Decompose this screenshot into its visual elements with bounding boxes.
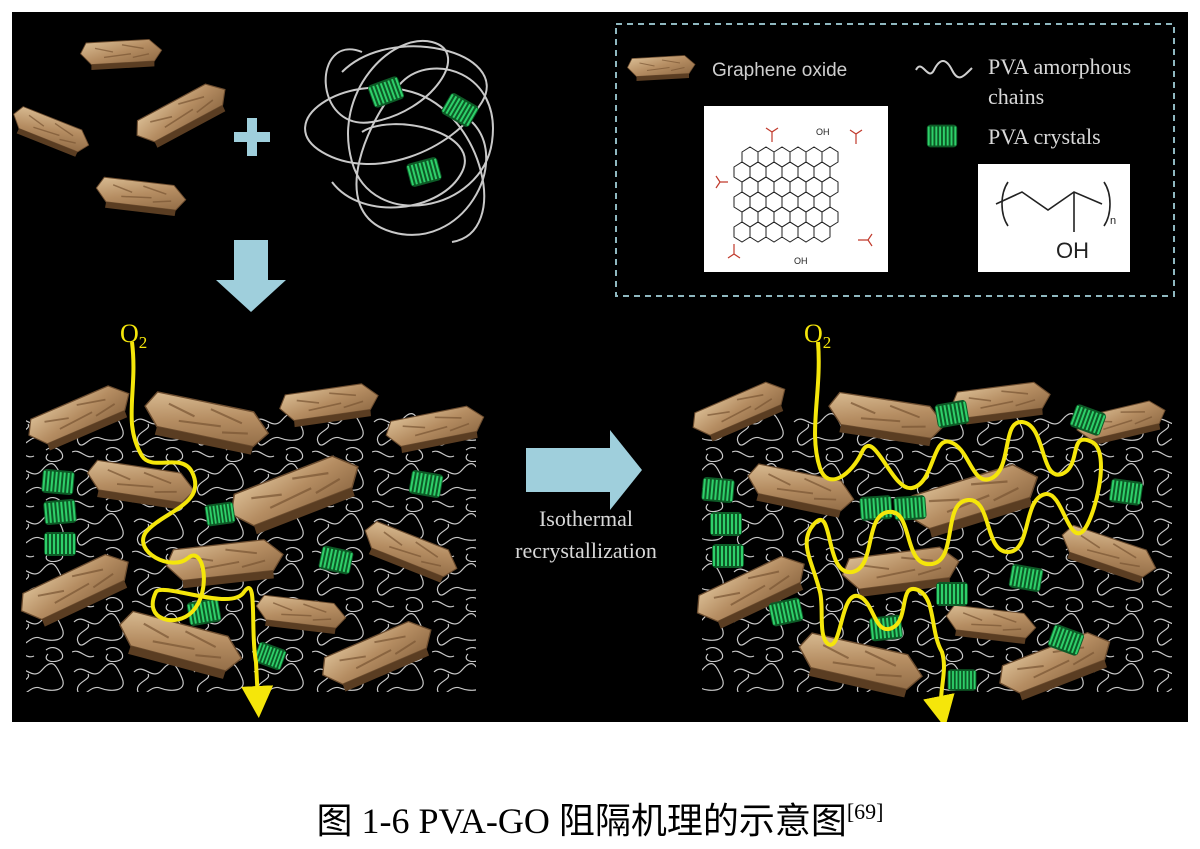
process-arrow-icon [526,430,642,510]
caption-reference: [69] [846,799,884,824]
pva-crystal [711,543,745,569]
figure-caption: 图 1-6 PVA-GO 阻隔机理的示意图[69] [0,792,1200,844]
go-flake [79,38,163,71]
pva-crystal [203,500,237,528]
o2-label-right: O2 [804,319,831,352]
pva-structure-formula [995,181,1111,232]
go-oh-bottom: OH [794,256,808,266]
pva-crystal [935,581,969,607]
go-oh-top: OH [816,127,830,137]
oxygen-path-before [129,341,274,718]
legend-graphene-oxide: Graphene oxide [712,60,847,81]
legend-pva-amorphous: PVA amorphous [988,54,1131,79]
go-flake [92,171,189,223]
oxygen-path-after [804,341,1103,722]
legend-pva-chains: chains [988,84,1044,109]
schematic-svg: Graphene oxide PVA amorphous chains PVA … [12,23,1175,722]
down-arrow-icon [216,240,286,312]
go-flake [12,100,94,164]
legend-box: Graphene oxide PVA amorphous chains PVA … [615,23,1175,297]
pva-crystal [858,493,894,523]
pva-structure-oh: OH [1056,238,1089,263]
pva-crystal [709,511,743,537]
composite-before: O2 [12,319,488,718]
legend-pva-crystals: PVA crystals [988,124,1101,149]
pva-structure-n: n [1110,215,1116,227]
go-flake [128,76,236,155]
pva-crystal [40,467,76,497]
crystal-legend-icon [925,123,959,149]
pva-crystal [365,74,407,110]
pva-crystal [1107,476,1145,508]
pva-coil [304,39,494,243]
process-label-line1: Isothermal [539,506,633,531]
o2-label-left: O2 [120,319,147,352]
pva-crystal [700,475,736,505]
go-functional-groups [715,127,873,259]
pva-crystal [946,668,978,692]
plus-icon [234,118,270,156]
process-label-line2: recrystallization [515,538,657,563]
go-hexagon-lattice [733,146,839,243]
caption-text: 图 1-6 PVA-GO 阻隔机理的示意图 [316,801,847,841]
schematic-figure: Graphene oxide PVA amorphous chains PVA … [12,12,1188,722]
pva-crystal [404,155,444,189]
composite-after: O2 [686,319,1172,722]
pva-crystal [42,497,78,527]
pva-crystal [43,531,77,557]
amorphous-chain-icon [915,60,973,79]
